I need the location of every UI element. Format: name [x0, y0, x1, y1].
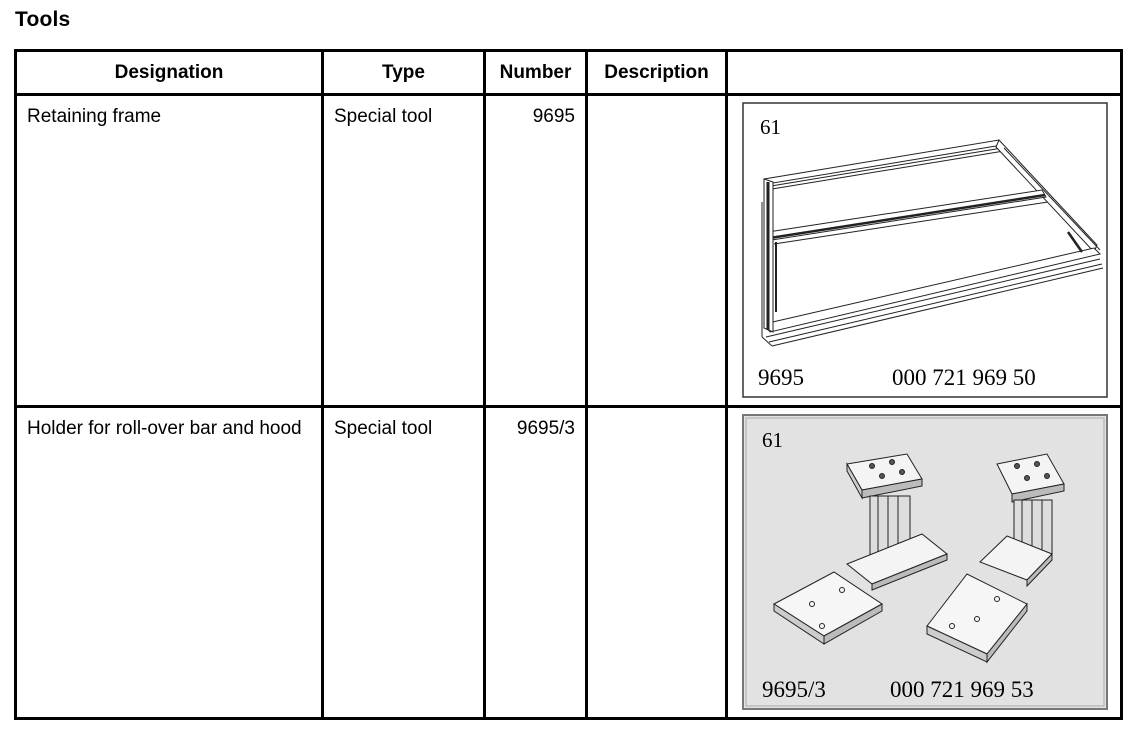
header-designation: Designation: [14, 49, 324, 96]
page-title: Tools: [15, 8, 71, 31]
type-text: Special tool: [334, 418, 433, 439]
designation-text: Retaining frame: [27, 106, 162, 127]
description-text: [588, 96, 725, 104]
image-cell: 61: [725, 405, 1123, 720]
header-number: Number: [483, 49, 588, 96]
header-description: Description: [585, 49, 728, 96]
type-cell: Special tool: [321, 93, 486, 408]
holder-drawing-icon: [773, 453, 1065, 664]
part-number-label: 000 721 969 50: [892, 365, 1036, 390]
number-text: 9695: [532, 106, 575, 127]
number-cell: 9695/3: [483, 405, 588, 720]
image-cell: 61: [725, 93, 1123, 408]
type-cell: Special tool: [321, 405, 486, 720]
designation-text: Holder for roll-over bar and hood: [27, 418, 302, 439]
retaining-frame-illustration: 61: [742, 102, 1108, 398]
designation-cell: Retaining frame: [14, 93, 324, 408]
table-row: Holder for roll-over bar and hood Specia…: [14, 405, 1123, 720]
table-row: Retaining frame Special tool 9695 61: [14, 93, 1123, 408]
description-cell: [585, 93, 728, 408]
retaining-frame-drawing-icon: [761, 139, 1104, 347]
ref-label: 61: [762, 428, 783, 452]
designation-cell: Holder for roll-over bar and hood: [14, 405, 324, 720]
description-text: [588, 408, 725, 416]
header-image: [725, 49, 1123, 96]
tools-table: Designation Type Number Description Reta…: [14, 49, 1123, 720]
tool-number-label: 9695/3: [762, 677, 826, 702]
header-type: Type: [321, 49, 486, 96]
type-text: Special tool: [334, 106, 433, 127]
ref-label: 61: [760, 115, 781, 139]
part-number-label: 000 721 969 53: [890, 677, 1034, 702]
tool-number-label: 9695: [758, 365, 804, 390]
table-header-row: Designation Type Number Description: [14, 49, 1123, 96]
holder-illustration: 61: [742, 414, 1108, 710]
number-text: 9695/3: [516, 418, 575, 439]
number-cell: 9695: [483, 93, 588, 408]
description-cell: [585, 405, 728, 720]
